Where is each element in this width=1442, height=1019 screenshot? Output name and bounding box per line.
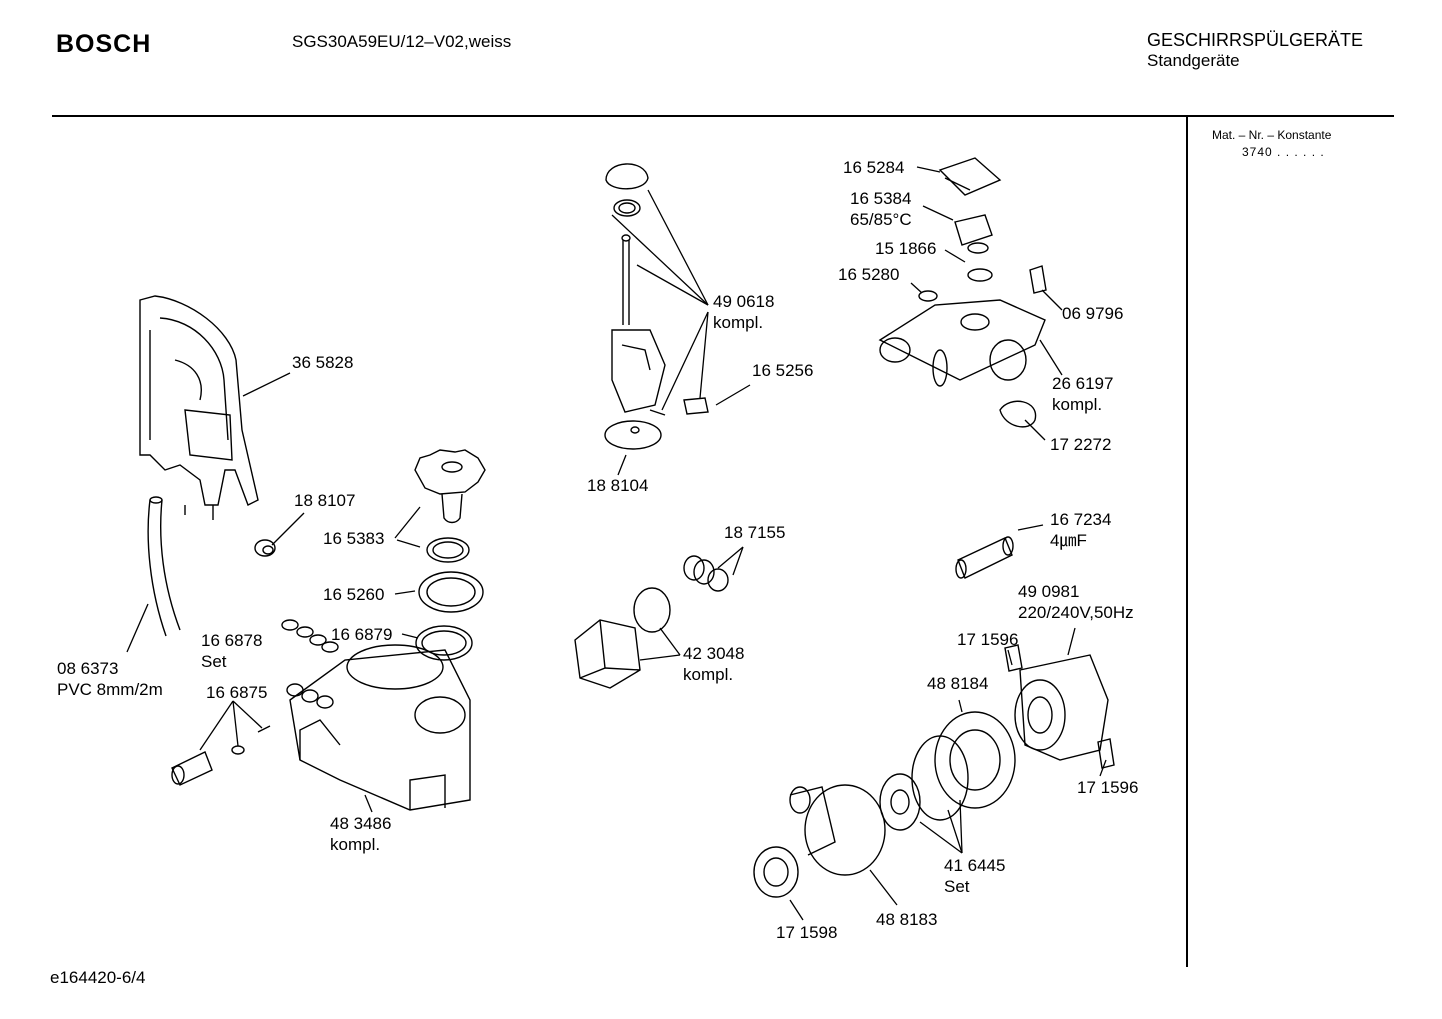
part-label: 18 8104 xyxy=(587,476,649,495)
dispenser-assembly-drawing xyxy=(604,163,709,450)
part-label: 06 9796 xyxy=(1062,304,1124,323)
mat-nr-value: 3740 . . . . . . xyxy=(1242,145,1325,159)
part-label: 36 5828 xyxy=(292,353,354,372)
part-label: 16 6875 xyxy=(206,683,268,702)
part-label: 48 8183 xyxy=(876,910,938,929)
header-divider xyxy=(52,115,1394,117)
model-number: SGS30A59EU/12–V02,weiss xyxy=(292,32,512,51)
mat-nr-label: Mat. – Nr. – Konstante xyxy=(1212,128,1332,142)
part-label: 16 5284 xyxy=(843,158,905,177)
part-label: 16 5383 xyxy=(323,529,385,548)
pump-housing-drawing xyxy=(879,711,1016,831)
part-label: 17 2272 xyxy=(1050,435,1112,454)
part-label: 16 5256 xyxy=(752,361,814,380)
part-label: 17 1596 xyxy=(1077,778,1139,797)
capacitor-drawing xyxy=(955,536,1014,579)
subcategory-title: Standgeräte xyxy=(1147,51,1240,70)
housing-drawing xyxy=(286,644,471,811)
frame-part-drawing xyxy=(139,295,259,520)
control-unit-drawing xyxy=(878,157,1047,428)
motor-drawing xyxy=(1004,644,1115,769)
part-label: 16 5280 xyxy=(838,265,900,284)
clip-drawing xyxy=(254,539,276,557)
part-label: 18 7155 xyxy=(724,523,786,542)
part-label: 15 1866 xyxy=(875,239,937,258)
part-label: 18 8107 xyxy=(294,491,356,510)
sidebar-divider xyxy=(1186,117,1188,967)
drawing-code: e164420-6/4 xyxy=(50,968,146,987)
pump-cover-drawing xyxy=(753,784,886,898)
valve-drawing xyxy=(171,725,271,786)
brand-logo: BOSCH xyxy=(56,30,152,58)
set-drawing xyxy=(281,619,339,653)
category-title: GESCHIRRSPÜLGERÄTE xyxy=(1147,30,1364,50)
hose-drawing xyxy=(147,496,181,637)
part-label: 17 1598 xyxy=(776,923,838,942)
bushing-drawing xyxy=(683,555,729,592)
part-label: 48 8184 xyxy=(927,674,989,693)
part-label: 16 5260 xyxy=(323,585,385,604)
rings-drawing xyxy=(415,537,484,661)
pump-switch-drawing xyxy=(574,587,671,689)
nut-drawing xyxy=(414,449,486,524)
part-label: 16 6879 xyxy=(331,625,393,644)
part-label: 17 1596 xyxy=(957,630,1019,649)
